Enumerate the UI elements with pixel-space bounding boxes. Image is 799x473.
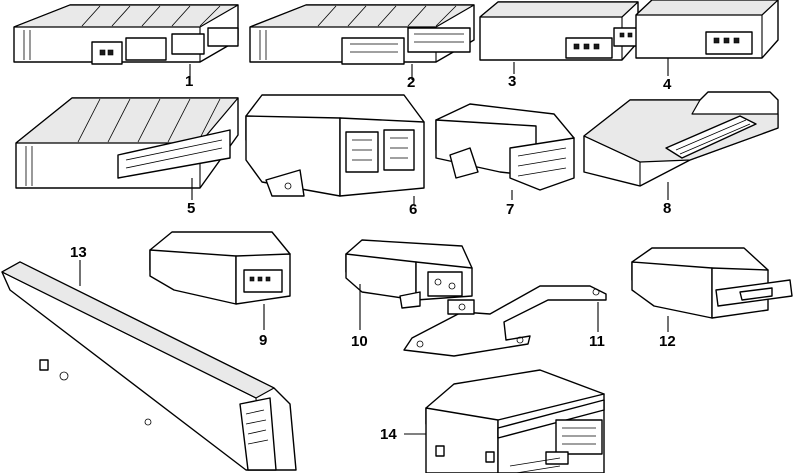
- part-14-module[interactable]: [404, 369, 605, 473]
- part-11-bracket[interactable]: [403, 285, 607, 357]
- callout-1: 1: [185, 73, 194, 90]
- part-2-control-unit[interactable]: [249, 4, 475, 80]
- callout-7: 7: [506, 201, 515, 218]
- part-6-control-unit[interactable]: [245, 94, 425, 204]
- part-1-control-unit[interactable]: [13, 4, 239, 80]
- part-10-module[interactable]: [345, 239, 473, 330]
- callout-2: 2: [407, 74, 416, 91]
- callout-5: 5: [187, 200, 196, 217]
- callout-11: 11: [589, 333, 605, 350]
- callout-3: 3: [508, 73, 517, 90]
- callout-14: 14: [380, 426, 397, 443]
- part-4-control-unit[interactable]: [635, 0, 779, 76]
- callout-12: 12: [659, 333, 676, 350]
- part-3-control-unit[interactable]: [479, 1, 645, 74]
- part-13-panel[interactable]: [1, 260, 297, 471]
- callout-8: 8: [663, 200, 672, 217]
- part-12-relay[interactable]: [631, 247, 793, 332]
- callout-13: 13: [70, 244, 87, 261]
- part-7-relay-unit[interactable]: [435, 103, 575, 200]
- part-8-module[interactable]: [583, 91, 779, 200]
- callout-6: 6: [409, 201, 418, 218]
- part-9-relay[interactable]: [149, 231, 291, 330]
- callout-10: 10: [351, 333, 368, 350]
- callout-4: 4: [663, 76, 672, 93]
- part-5-control-unit[interactable]: [15, 97, 239, 200]
- callout-9: 9: [259, 332, 268, 349]
